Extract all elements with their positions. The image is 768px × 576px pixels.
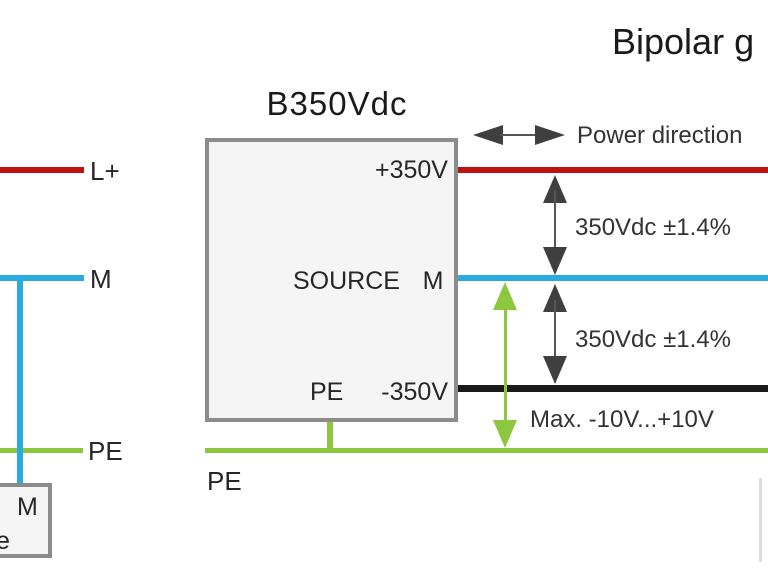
upper-measure-arrow-down-icon <box>543 247 567 275</box>
left-rail-m-line <box>0 275 84 281</box>
source-port-pe: PE <box>310 378 344 406</box>
left-rail-pe-label: PE <box>88 436 123 466</box>
lower-measure-arrow-down-icon <box>543 356 567 384</box>
left-device-partial-text: e <box>0 527 10 555</box>
m-branch-vertical-line <box>17 278 23 484</box>
source-label: SOURCE <box>293 267 400 295</box>
offscreen-box-edge <box>759 478 762 562</box>
source-port-m: M <box>422 267 444 295</box>
pe-offset-label: Max. -10V...+10V <box>530 406 714 433</box>
left-rail-lplus-line <box>0 167 84 173</box>
power-direction-arrow-left-icon <box>473 125 503 145</box>
upper-tolerance-label: 350Vdc ±1.4% <box>575 214 731 241</box>
source-box <box>205 138 458 422</box>
lplus-rail-line <box>458 167 768 173</box>
left-rail-pe-line <box>0 448 83 453</box>
pe-measure-arrow-down-icon <box>493 420 517 448</box>
source-port-plus350v: +350V <box>375 156 448 184</box>
diagram-title: Bipolar g <box>612 21 755 62</box>
lower-measure-arrow-shaft <box>554 300 556 366</box>
lower-tolerance-label: 350Vdc ±1.4% <box>575 326 731 353</box>
source-box-title: B350Vdc <box>266 85 408 122</box>
power-direction-label: Power direction <box>577 122 743 149</box>
power-direction-arrow-shaft <box>500 134 538 136</box>
power-direction-arrow-right-icon <box>535 125 565 145</box>
pe-measure-arrow-shaft <box>504 298 507 426</box>
upper-measure-arrow-shaft <box>554 190 556 260</box>
pe-bus-label: PE <box>207 466 242 496</box>
pe-drop-line <box>327 422 333 450</box>
source-port-minus350v: -350V <box>381 378 448 406</box>
left-device-port-m: M <box>17 493 38 521</box>
lminus-rail-line <box>458 385 768 392</box>
left-device-box <box>0 483 52 558</box>
pe-bus-line <box>205 448 768 453</box>
m-rail-line <box>458 275 768 281</box>
left-rail-lplus-label: L+ <box>90 156 120 186</box>
left-rail-m-label: M <box>90 264 112 294</box>
